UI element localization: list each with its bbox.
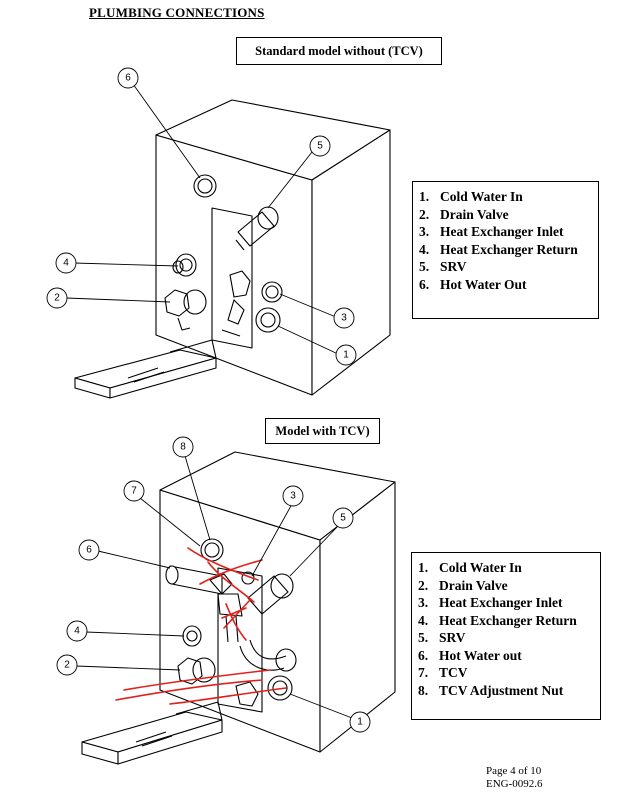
diagram1-legend: 1.Cold Water In 2.Drain Valve 3.Heat Exc… — [412, 181, 599, 319]
d1-callout-1: 1 — [343, 350, 349, 361]
diagram1-caption: Standard model without (TCV) — [236, 37, 442, 65]
legend-item: 4.Heat Exchanger Return — [419, 241, 578, 257]
page-footer: Page 4 of 10 ENG-0092.6 — [486, 765, 606, 791]
legend-item: 1.Cold Water In — [419, 189, 523, 204]
red-markup — [115, 547, 287, 705]
srv-fitting — [247, 573, 294, 615]
drip-tray — [74, 339, 217, 399]
diagram1-drawing: 6 5 4 2 3 1 — [46, 67, 391, 399]
cold-water-in-fitting — [267, 675, 293, 701]
legend-item: 4.Heat Exchanger Return — [418, 612, 577, 628]
d2-callout-8: 8 — [180, 442, 186, 453]
d1-callout-3: 3 — [341, 313, 347, 324]
d2-callout-7: 7 — [131, 486, 137, 497]
diagram2-legend: 1.Cold Water In 2.Drain Valve 3.Heat Exc… — [411, 552, 601, 720]
access-panel — [211, 207, 253, 349]
legend-item: 7.TCV — [418, 665, 468, 680]
legend-item: 6.Hot Water out — [418, 647, 522, 663]
drip-tray — [81, 701, 223, 765]
page-heading: PLUMBING CONNECTIONS — [89, 5, 265, 20]
hot-water-pipe — [239, 639, 297, 672]
d1-callout-6: 6 — [125, 73, 131, 84]
diagram2-caption: Model with TCV) — [265, 418, 380, 444]
d2-callout-5: 5 — [340, 513, 346, 524]
d2-callout-4: 4 — [74, 626, 80, 637]
legend-item: 2.Drain Valve — [418, 577, 508, 593]
drain-valve-fitting — [164, 289, 207, 331]
d1-callout-2: 2 — [54, 293, 60, 304]
hot-water-out-fitting — [193, 174, 217, 198]
legend-item: 8.TCV Adjustment Nut — [418, 682, 564, 698]
legend-item: 2.Drain Valve — [419, 206, 509, 222]
d2-callout-2: 2 — [64, 660, 70, 671]
heat-exchanger-return-fitting — [172, 253, 197, 277]
heater-side-face — [319, 481, 396, 753]
legend-item: 5.SRV — [418, 630, 466, 645]
d1-callout-4: 4 — [63, 258, 69, 269]
d2-callout-1: 1 — [357, 717, 363, 728]
legend-item: 3.Heat Exchanger Inlet — [418, 595, 563, 610]
heater-side-face — [311, 129, 391, 396]
d1-callout-5: 5 — [317, 141, 323, 152]
heat-exchanger-inlet-fitting — [261, 281, 283, 303]
legend-item: 5.SRV — [419, 259, 467, 274]
d2-callout-6: 6 — [86, 545, 92, 556]
page-number: Page 4 of 10 — [486, 765, 542, 777]
cold-water-in-fitting — [255, 307, 281, 333]
access-panel — [217, 567, 263, 713]
legend-item: 6.Hot Water Out — [419, 276, 527, 292]
heat-exchanger-inlet-fitting — [217, 571, 255, 643]
legend-item: 1.Cold Water In — [418, 560, 522, 575]
srv-fitting — [235, 206, 279, 251]
document-id: ENG-0092.6 — [486, 778, 543, 790]
legend-item: 3.Heat Exchanger Inlet — [419, 224, 564, 239]
d2-callout-3: 3 — [290, 491, 296, 502]
drain-valve-fitting — [177, 657, 216, 685]
